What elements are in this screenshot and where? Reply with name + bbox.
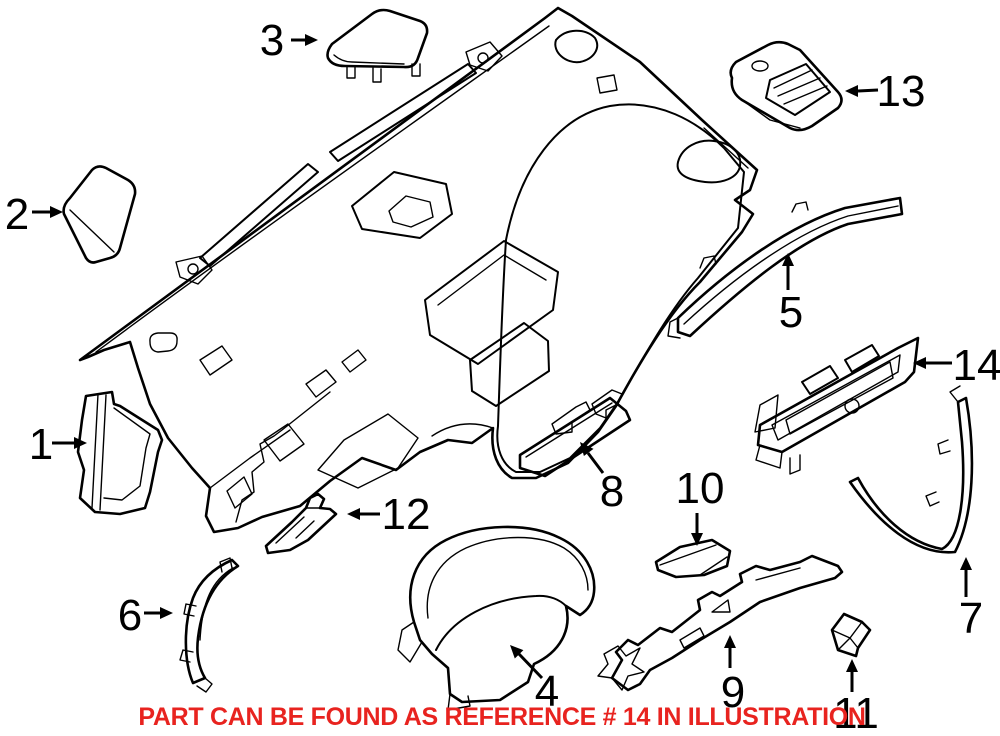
callout-3-label: 3 <box>260 16 284 65</box>
left-bracket <box>149 332 178 353</box>
callout-10: 10 <box>676 464 725 546</box>
steering-column-cutout <box>317 413 419 489</box>
callout-5-label: 5 <box>779 288 803 337</box>
part-13-drawing <box>729 40 843 132</box>
callout-8-label: 8 <box>600 467 624 516</box>
part-3-drawing <box>326 8 429 83</box>
part-4-drawing <box>397 525 596 711</box>
callout-12-label: 12 <box>382 490 431 539</box>
switch-opening-b <box>341 349 367 373</box>
callout-2: 2 <box>5 190 63 239</box>
under-dash-line-b <box>431 423 494 437</box>
passenger-panel <box>496 103 745 473</box>
cluster-opening-step <box>437 254 547 306</box>
cowl-inner-line <box>95 25 550 353</box>
screw-hole-lower <box>187 263 199 275</box>
callout-12: 12 <box>347 490 430 539</box>
callout-7: 7 <box>959 557 983 643</box>
callout-14: 14 <box>913 341 1000 390</box>
defroster-vent-slot-left <box>199 163 319 267</box>
speaker-grille-opening <box>351 171 453 239</box>
part-11-drawing <box>830 612 872 658</box>
under-dash-line-a <box>209 429 291 489</box>
part-7-drawing <box>848 385 974 554</box>
callout-6: 6 <box>118 591 173 640</box>
callout-4: 4 <box>510 645 559 716</box>
part-12-drawing <box>264 492 338 555</box>
screw-tab-lower <box>175 255 213 285</box>
callout-3: 3 <box>260 16 318 65</box>
callout-1-label: 1 <box>29 420 53 469</box>
screw-hole-upper <box>477 52 489 64</box>
callout-9-label: 9 <box>721 668 745 717</box>
callout-14-label: 14 <box>953 341 1000 390</box>
callout-8-arrow <box>586 452 605 474</box>
part-1-drawing <box>76 390 164 516</box>
defroster-vent-slot-right <box>329 63 477 162</box>
callout-7-label: 7 <box>959 594 983 643</box>
part-9-drawing <box>597 554 844 692</box>
callout-4-label: 4 <box>535 667 559 716</box>
screw-tab-upper <box>465 41 503 72</box>
dashboard-assembly <box>78 6 759 534</box>
speaker-grille-inner <box>388 195 434 228</box>
part-6-drawing <box>179 557 240 693</box>
reference-notice: PART CAN BE FOUND AS REFERENCE # 14 IN I… <box>138 703 865 731</box>
callout-10-label: 10 <box>676 464 725 513</box>
passenger-panel-opening <box>676 139 742 184</box>
callout-4-arrow <box>517 652 544 680</box>
part-8-drawing <box>518 389 632 478</box>
callout-9: 9 <box>721 635 745 717</box>
part-10-drawing <box>654 538 732 579</box>
center-stack-opening <box>469 322 550 407</box>
dashboard-outline <box>78 6 759 534</box>
cluster-opening <box>424 240 559 365</box>
callout-13: 13 <box>845 67 925 116</box>
lower-hole-b <box>226 476 253 509</box>
callout-6-label: 6 <box>118 591 142 640</box>
part-2-drawing <box>62 165 137 264</box>
left-jagged-edge <box>235 391 331 523</box>
switch-opening-a <box>305 369 337 398</box>
part-14-drawing <box>754 336 920 475</box>
callout-13-arrow <box>857 88 879 93</box>
callout-11: 11 <box>833 659 879 736</box>
sensor-opening <box>554 29 599 64</box>
right-fin-line <box>703 127 749 169</box>
part-5-drawing <box>667 196 904 339</box>
callout-5: 5 <box>779 253 803 337</box>
callout-2-label: 2 <box>5 190 29 239</box>
left-small-quad <box>199 345 233 376</box>
callout-11-label: 11 <box>833 689 879 736</box>
lower-hole-a <box>263 423 305 462</box>
callout-13-label: 13 <box>877 67 926 116</box>
callout-8: 8 <box>580 442 624 516</box>
small-opening-right <box>596 74 618 94</box>
callout-1: 1 <box>29 420 87 469</box>
